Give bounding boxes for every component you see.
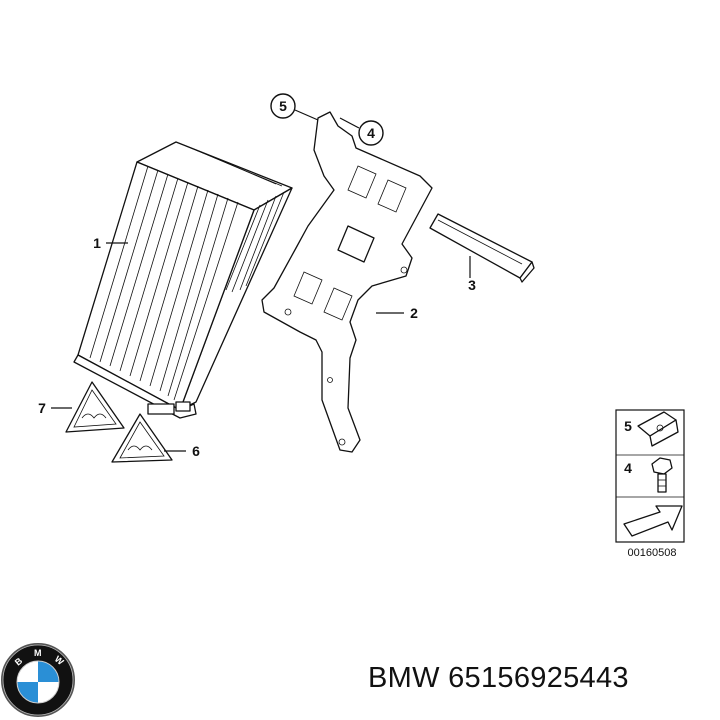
warning-label-7 bbox=[65, 381, 125, 433]
callout-4: 4 bbox=[339, 117, 384, 146]
bolt-icon bbox=[651, 457, 673, 493]
callout-3: 3 bbox=[468, 256, 476, 293]
bmw-logo: B M W bbox=[1, 643, 75, 717]
svg-text:B: B bbox=[13, 655, 25, 667]
callout-7: 7 bbox=[38, 400, 72, 416]
diagram-code: 00160508 bbox=[628, 547, 677, 559]
svg-text:M: M bbox=[34, 648, 42, 658]
warning-label-6 bbox=[111, 413, 173, 463]
callout-2: 2 bbox=[376, 305, 418, 321]
foam-strip bbox=[429, 213, 535, 283]
callout-6: 6 bbox=[164, 443, 200, 459]
callout-5-label: 5 bbox=[279, 98, 287, 114]
callout-1-label: 1 bbox=[93, 235, 101, 251]
callout-6-label: 6 bbox=[192, 443, 200, 459]
small-parts-legend: 5 4 bbox=[615, 409, 685, 543]
mounting-bracket bbox=[261, 111, 433, 453]
legend-item-5-label: 5 bbox=[624, 418, 632, 434]
clip-nut-icon bbox=[637, 411, 679, 447]
direction-arrow-icon bbox=[623, 505, 683, 537]
callout-1: 1 bbox=[93, 235, 128, 251]
legend-item-4-label: 4 bbox=[624, 460, 632, 476]
callout-5: 5 bbox=[270, 93, 319, 121]
callout-2-label: 2 bbox=[410, 305, 418, 321]
part-number-caption: BMW 65156925443 bbox=[368, 662, 629, 694]
amplifier-unit bbox=[73, 141, 293, 419]
callout-4-label: 4 bbox=[367, 125, 375, 141]
callout-3-label: 3 bbox=[468, 277, 476, 293]
callout-7-label: 7 bbox=[38, 400, 46, 416]
